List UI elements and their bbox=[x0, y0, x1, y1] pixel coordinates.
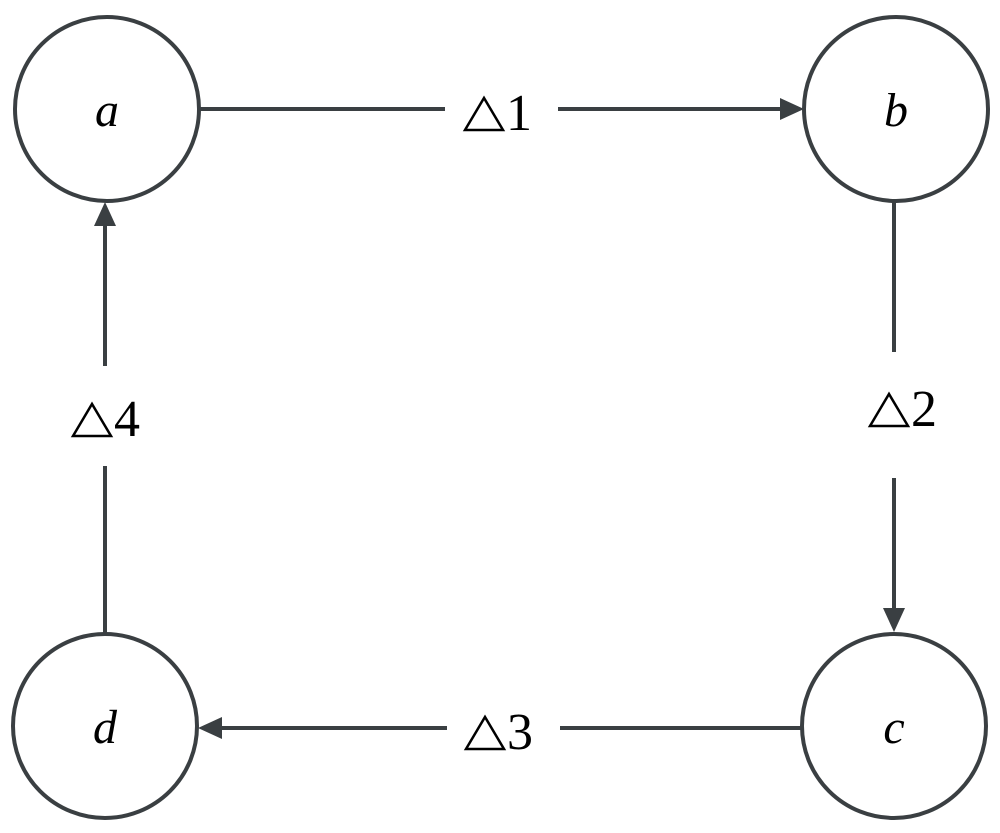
node-b-label: b bbox=[884, 84, 908, 137]
edge-d-to-a: 4 bbox=[70, 202, 140, 634]
edge-label-a-b-text: 1 bbox=[506, 85, 532, 142]
edge-a-to-b: 1 bbox=[199, 85, 804, 142]
edge-b-to-c: 2 bbox=[867, 199, 937, 632]
edge-label-c-d-text: 3 bbox=[507, 704, 533, 761]
delta-icon bbox=[463, 714, 507, 751]
arrowhead-d-a bbox=[94, 202, 116, 226]
delta-icon bbox=[867, 391, 911, 428]
node-c-circle bbox=[800, 632, 988, 820]
node-a-label: a bbox=[95, 84, 119, 137]
edge-label-c-d: 3 bbox=[463, 704, 533, 761]
edge-label-d-a: 4 bbox=[70, 391, 140, 448]
edge-label-b-c-text: 2 bbox=[911, 381, 937, 438]
edge-label-b-c: 2 bbox=[867, 381, 937, 438]
node-c: c bbox=[800, 632, 988, 820]
node-a-circle bbox=[13, 15, 201, 203]
node-c-label: c bbox=[883, 701, 904, 754]
node-d-circle bbox=[11, 632, 199, 820]
arrowhead-a-b bbox=[780, 98, 804, 120]
delta-icon bbox=[462, 95, 506, 132]
edge-c-to-d: 3 bbox=[198, 704, 802, 761]
node-d-label: d bbox=[93, 701, 118, 754]
node-b: b bbox=[802, 15, 990, 203]
edge-label-d-a-text: 4 bbox=[114, 391, 140, 448]
node-d: d bbox=[11, 632, 199, 820]
node-b-circle bbox=[802, 15, 990, 203]
arrowhead-b-c bbox=[883, 608, 905, 632]
node-a: a bbox=[13, 15, 201, 203]
delta-icon bbox=[70, 401, 114, 438]
arrowhead-c-d bbox=[198, 717, 222, 739]
edge-label-a-b: 1 bbox=[462, 85, 532, 142]
